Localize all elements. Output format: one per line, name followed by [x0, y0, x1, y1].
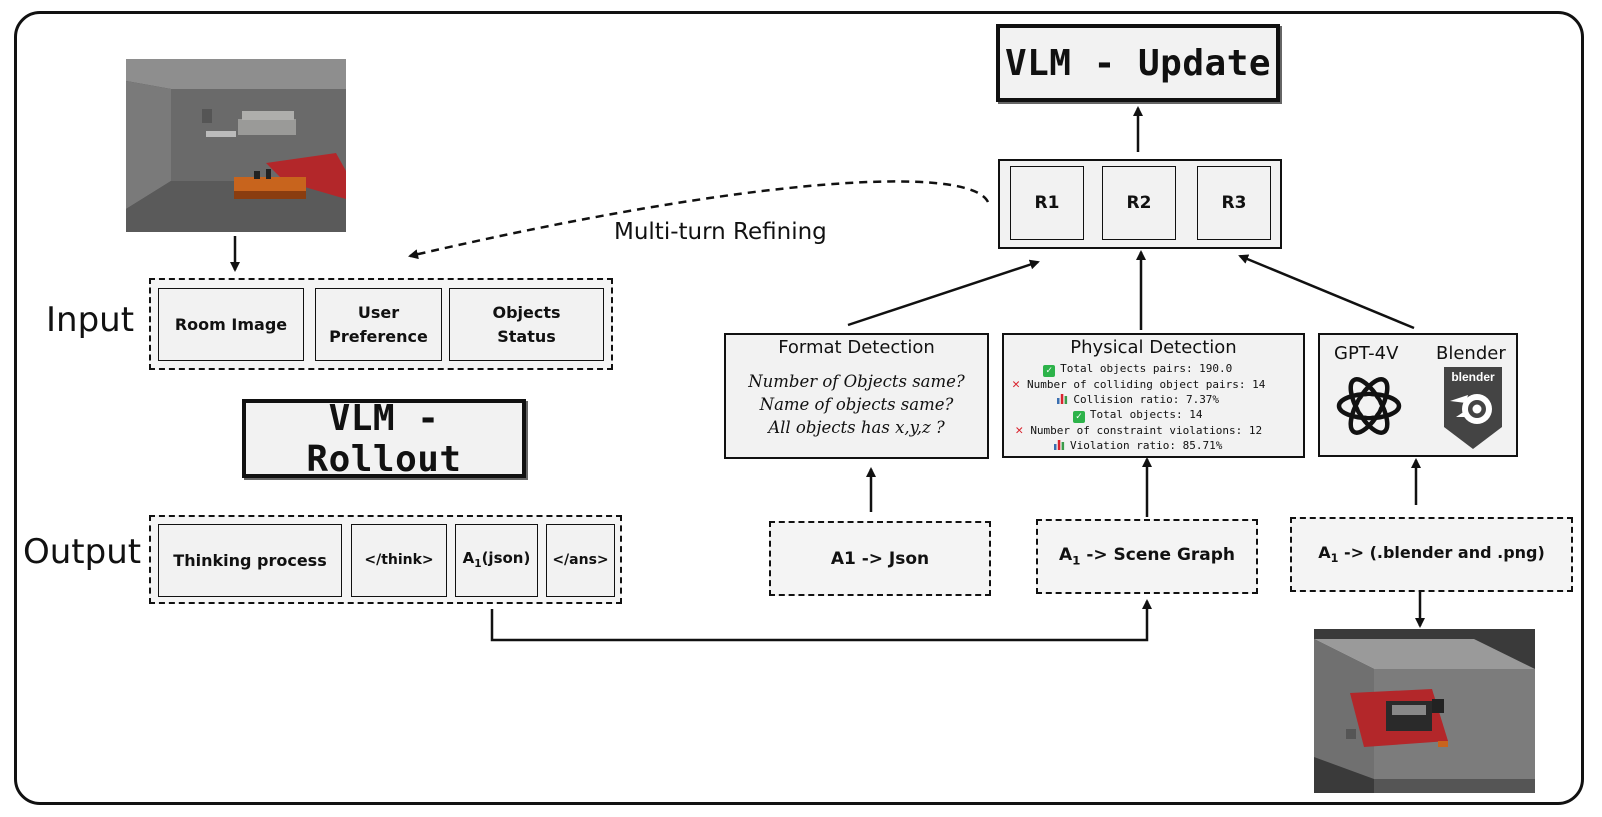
format-check-coordinates: All objects has x,y,z ? [768, 418, 945, 438]
reward-r2: R2 [1102, 166, 1176, 240]
output-answer-json: A1(json) [455, 524, 538, 597]
check-icon: ✓ [1043, 365, 1056, 377]
physical-stat-text: Total objects pairs: 190.0 [1060, 362, 1233, 375]
format-detection-title: Format Detection [778, 337, 935, 358]
input-objects-status: Objects Status [449, 288, 604, 361]
physical-stat-text: Number of colliding object pairs: 14 [1027, 378, 1266, 391]
physical-stat-text: Collision ratio: 7.37% [1073, 393, 1220, 406]
format-check-names: Name of objects same? [759, 395, 954, 415]
room-image [126, 59, 346, 232]
physical-stat-text: Violation ratio: 85.71% [1070, 439, 1223, 452]
output-thinking-process: Thinking process [158, 524, 342, 597]
arrow-format-to-r [847, 259, 1040, 327]
blender-logo-icon: blender [1444, 367, 1502, 449]
rendered-room-illustration [1314, 629, 1535, 793]
chart-icon [1057, 394, 1068, 404]
room-render-illustration [126, 59, 346, 232]
physical-stat-row: Collision ratio: 7.37% [1010, 392, 1265, 407]
cross-icon: ✕ [1012, 377, 1020, 392]
physical-stat-text: Total objects: 14 [1089, 408, 1203, 421]
cross-icon: ✕ [1015, 423, 1024, 438]
input-user-preference-label: User Preference [329, 303, 428, 346]
reward-r1: R1 [1010, 166, 1084, 240]
output-think-tag-label: </think> [364, 552, 434, 569]
reward-r3-label: R3 [1221, 192, 1247, 213]
output-answer-json-label: A1(json) [462, 549, 531, 571]
reward-r3: R3 [1197, 166, 1271, 240]
openai-logo-icon [1336, 377, 1402, 435]
blender-conversion-box: A1 -> (.blender and .png) [1290, 517, 1573, 592]
input-room-image: Room Image [158, 288, 304, 361]
rendered-room-image [1314, 629, 1535, 793]
physical-detection-box: Physical Detection ✓ Total objects pairs:… [1002, 333, 1305, 458]
physical-stat-row: ✕ Number of colliding object pairs: 14 [1010, 377, 1265, 392]
input-objects-status-label: Objects Status [492, 303, 561, 346]
reward-r2-label: R2 [1126, 192, 1152, 213]
output-ans-tag-label: </ans> [552, 552, 609, 569]
arrow-multi-turn-refining [408, 180, 990, 260]
json-conversion-label: A1 -> Json [830, 548, 930, 569]
format-check-count: Number of Objects same? [748, 372, 965, 391]
physical-stat-row: ✕ Number of constraint violations: 12 [1010, 423, 1265, 438]
input-label: Input [46, 300, 135, 340]
input-room-image-label: Room Image [174, 314, 288, 334]
scene-graph-conversion-box: A1 -> Scene Graph [1036, 519, 1258, 594]
gpt-label: GPT-4V [1334, 343, 1399, 364]
physical-stat-row: ✓ Total objects pairs: 190.0 [1010, 361, 1265, 377]
vlm-update-title: VLM - Update [1004, 42, 1272, 84]
arrow-output-to-scene-graph [490, 599, 1152, 642]
output-label: Output [23, 532, 142, 572]
physical-detection-title: Physical Detection [1070, 337, 1237, 358]
check-icon: ✓ [1072, 411, 1085, 423]
chart-icon [1054, 440, 1065, 450]
refine-label: Multi-turn Refining [614, 219, 827, 245]
output-ans-tag: </ans> [546, 524, 615, 597]
format-detection-box: Format Detection Number of Objects same?… [724, 333, 989, 459]
vlm-rollout-title: VLM - Rollout [306, 397, 462, 480]
physical-stats-list: ✓ Total objects pairs: 190.0 ✕ Number of c… [1010, 361, 1265, 453]
blender-label: Blender [1436, 343, 1506, 364]
physical-stat-text: Number of constraint violations: 12 [1030, 424, 1263, 437]
json-conversion-box: A1 -> Json [769, 521, 991, 596]
blender-conversion-label: A1 -> (.blender and .png) [1318, 543, 1545, 566]
input-user-preference: User Preference [315, 288, 442, 361]
render-evaluation-box: GPT-4V Blender blender [1318, 333, 1518, 457]
vlm-update-box: VLM - Update [996, 24, 1280, 102]
output-thinking-process-label: Thinking process [173, 550, 327, 570]
physical-stat-row: Violation ratio: 85.71% [1010, 438, 1265, 453]
blender-logo-text: blender [1451, 370, 1495, 384]
output-think-tag: </think> [351, 524, 447, 597]
arrow-render-to-r [1238, 254, 1415, 330]
physical-stat-row: ✓ Total objects: 14 [1010, 407, 1265, 423]
reward-r1-label: R1 [1034, 192, 1060, 213]
vlm-rollout-box: VLM - Rollout [242, 397, 526, 480]
scene-graph-conversion-label: A1 -> Scene Graph [1058, 545, 1236, 568]
